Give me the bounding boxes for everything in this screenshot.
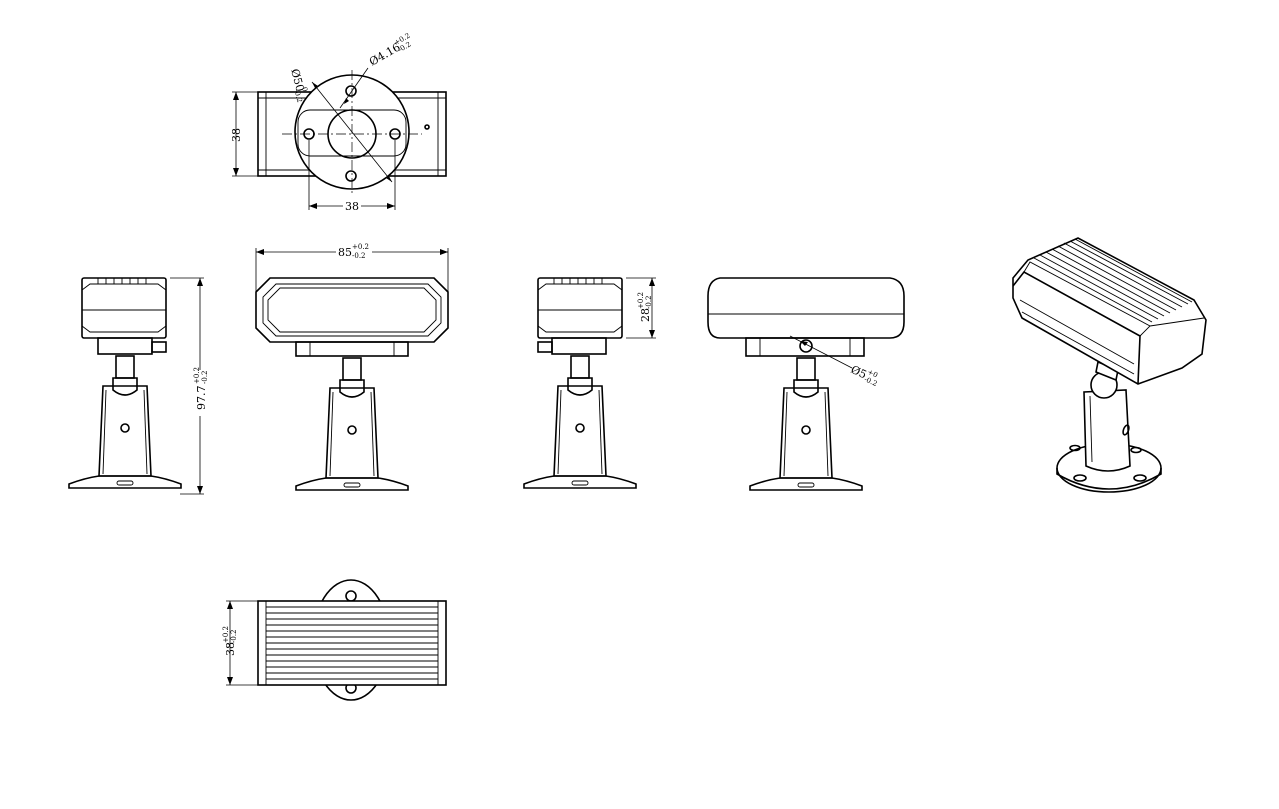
bottom-view: 38 +0.2 -0.2 [222,579,447,701]
pin-diameter-label: Ø5 +0 -0.2 [849,363,879,388]
svg-text:+0: +0 [866,368,879,380]
top-diameter-label: Ø50 0 -0.2 [288,67,309,103]
svg-text:-0.2: -0.2 [352,252,366,260]
svg-text:-0.2: -0.2 [292,88,303,103]
svg-text:+0.2: +0.2 [193,367,201,384]
isometric-view [1012,237,1207,493]
right-side-view: 28 +0.2 -0.2 [523,277,656,489]
bottom-depth-label: 38 +0.2 -0.2 [222,626,238,656]
svg-text:38: 38 [224,642,237,656]
svg-text:-0.2: -0.2 [230,630,238,644]
svg-text:85: 85 [338,246,352,259]
svg-text:+0.2: +0.2 [222,626,230,643]
svg-text:-0.2: -0.2 [201,371,209,385]
left-side-view: 97.7 +0.2 -0.2 [68,277,209,495]
svg-text:Ø50: Ø50 [288,67,307,93]
front-width-label: 85 +0.2 -0.2 [338,243,369,260]
svg-text:0: 0 [300,86,309,92]
rear-view: Ø5 +0 -0.2 [707,277,905,491]
top-height-label: 38 [230,128,243,142]
svg-text:Ø5: Ø5 [849,363,869,382]
top-spacing-label: 38 [345,200,359,213]
overall-height-label: 97.7 +0.2 -0.2 [193,367,209,410]
svg-text:+0.2: +0.2 [352,243,369,251]
svg-text:28: 28 [639,308,652,322]
top-view: Ø50 0 -0.2 Ø4.16 +0.2 -0.2 38 38 [230,32,447,213]
hole-diameter-label: Ø4.16 +0.2 -0.2 [367,32,413,69]
front-view: 85 +0.2 -0.2 [255,242,449,491]
svg-text:-0.2: -0.2 [645,296,653,310]
svg-text:+0.2: +0.2 [637,292,645,309]
side-height-label: 28 +0.2 -0.2 [637,292,653,322]
svg-text:97.7: 97.7 [195,386,208,411]
